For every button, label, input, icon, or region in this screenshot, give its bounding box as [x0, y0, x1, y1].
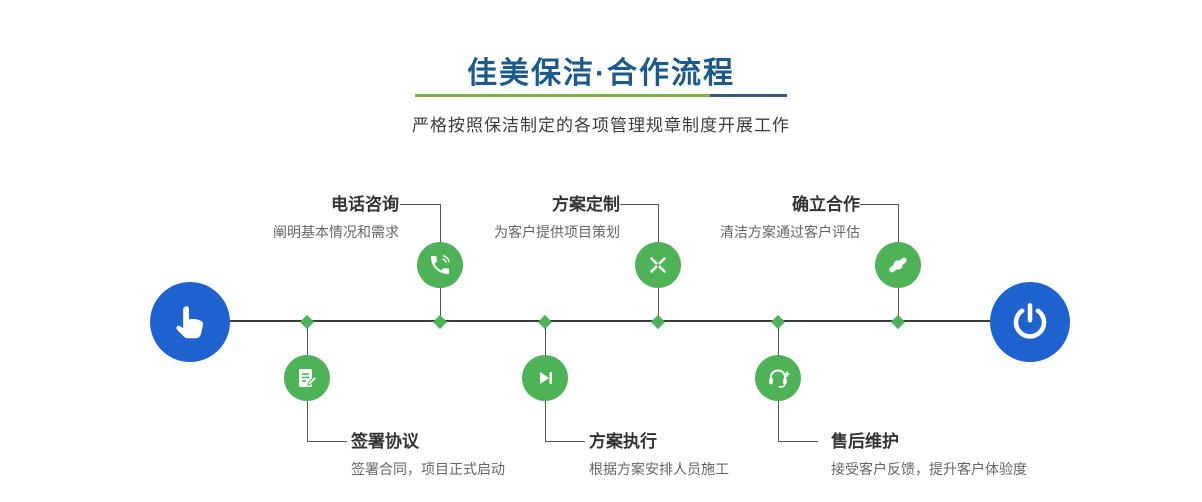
- step-desc: 签署合同，项目正式启动: [351, 461, 505, 477]
- phone-icon: [428, 253, 452, 277]
- timeline-marker: [432, 314, 448, 330]
- end-node: [990, 282, 1070, 362]
- connector-line: [898, 287, 899, 321]
- step-label-phone: 电话咨询 阐明基本情况和需求: [273, 195, 399, 240]
- hand-pointer-icon: [169, 301, 211, 343]
- connector-line: [307, 400, 308, 441]
- power-icon: [1009, 301, 1051, 343]
- underline-blue-segment: [710, 94, 787, 97]
- connector-line: [545, 400, 546, 441]
- step-desc: 为客户提供项目策划: [494, 224, 620, 240]
- connector-line: [778, 322, 779, 355]
- step-desc: 接受客户反馈，提升客户体验度: [831, 461, 1027, 477]
- connector-line: [778, 400, 779, 441]
- timeline-marker: [537, 314, 553, 330]
- connector-line: [620, 204, 658, 205]
- connector-line: [307, 441, 347, 442]
- step-desc: 阐明基本情况和需求: [273, 224, 399, 240]
- step-node-cooperation: [875, 242, 921, 288]
- step-label-design: 方案定制 为客户提供项目策划: [494, 195, 620, 240]
- timeline-marker: [299, 314, 315, 330]
- connector-line: [440, 287, 441, 321]
- connector-line: [545, 322, 546, 355]
- step-title: 确立合作: [792, 195, 860, 214]
- connector-line: [545, 441, 585, 442]
- step-title: 方案执行: [589, 432, 657, 451]
- connector-line: [440, 204, 441, 243]
- play-next-icon: [533, 366, 557, 390]
- connector-line: [400, 204, 440, 205]
- step-title: 售后维护: [831, 432, 899, 451]
- connector-line: [658, 287, 659, 321]
- step-node-aftersales: [755, 355, 801, 401]
- connector-line: [658, 204, 659, 243]
- step-node-design: [635, 242, 681, 288]
- headset-plus-icon: [766, 366, 790, 390]
- connector-line: [307, 322, 308, 355]
- step-label-execution: 方案执行 根据方案安排人员施工: [589, 432, 729, 477]
- step-node-phone: [417, 242, 463, 288]
- page-title: 佳美保洁·合作流程: [467, 57, 735, 90]
- connector-line: [898, 204, 899, 243]
- step-desc: 根据方案安排人员施工: [589, 461, 729, 477]
- step-title: 电话咨询: [331, 195, 399, 214]
- connector-line: [778, 441, 818, 442]
- step-label-aftersales: 售后维护 接受客户反馈，提升客户体验度: [831, 432, 1027, 477]
- page-subtitle: 严格按照保洁制定的各项管理规章制度开展工作: [412, 116, 790, 135]
- step-node-execution: [522, 355, 568, 401]
- timeline-marker: [770, 314, 786, 330]
- contract-icon: [295, 366, 319, 390]
- step-title: 签署协议: [351, 432, 419, 451]
- title-underline: [415, 94, 787, 97]
- timeline-marker: [650, 314, 666, 330]
- step-label-contract: 签署协议 签署合同，项目正式启动: [351, 432, 505, 477]
- step-label-cooperation: 确立合作 清洁方案通过客户评估: [720, 195, 860, 240]
- underline-green-segment: [415, 94, 710, 97]
- timeline-marker: [890, 314, 906, 330]
- handshake-icon: [885, 252, 911, 278]
- step-title: 方案定制: [552, 195, 620, 214]
- step-desc: 清洁方案通过客户评估: [720, 224, 860, 240]
- design-pens-icon: [646, 253, 670, 277]
- step-node-contract: [284, 355, 330, 401]
- timeline-main-line: [230, 320, 990, 322]
- start-node: [150, 282, 230, 362]
- connector-line: [860, 204, 898, 205]
